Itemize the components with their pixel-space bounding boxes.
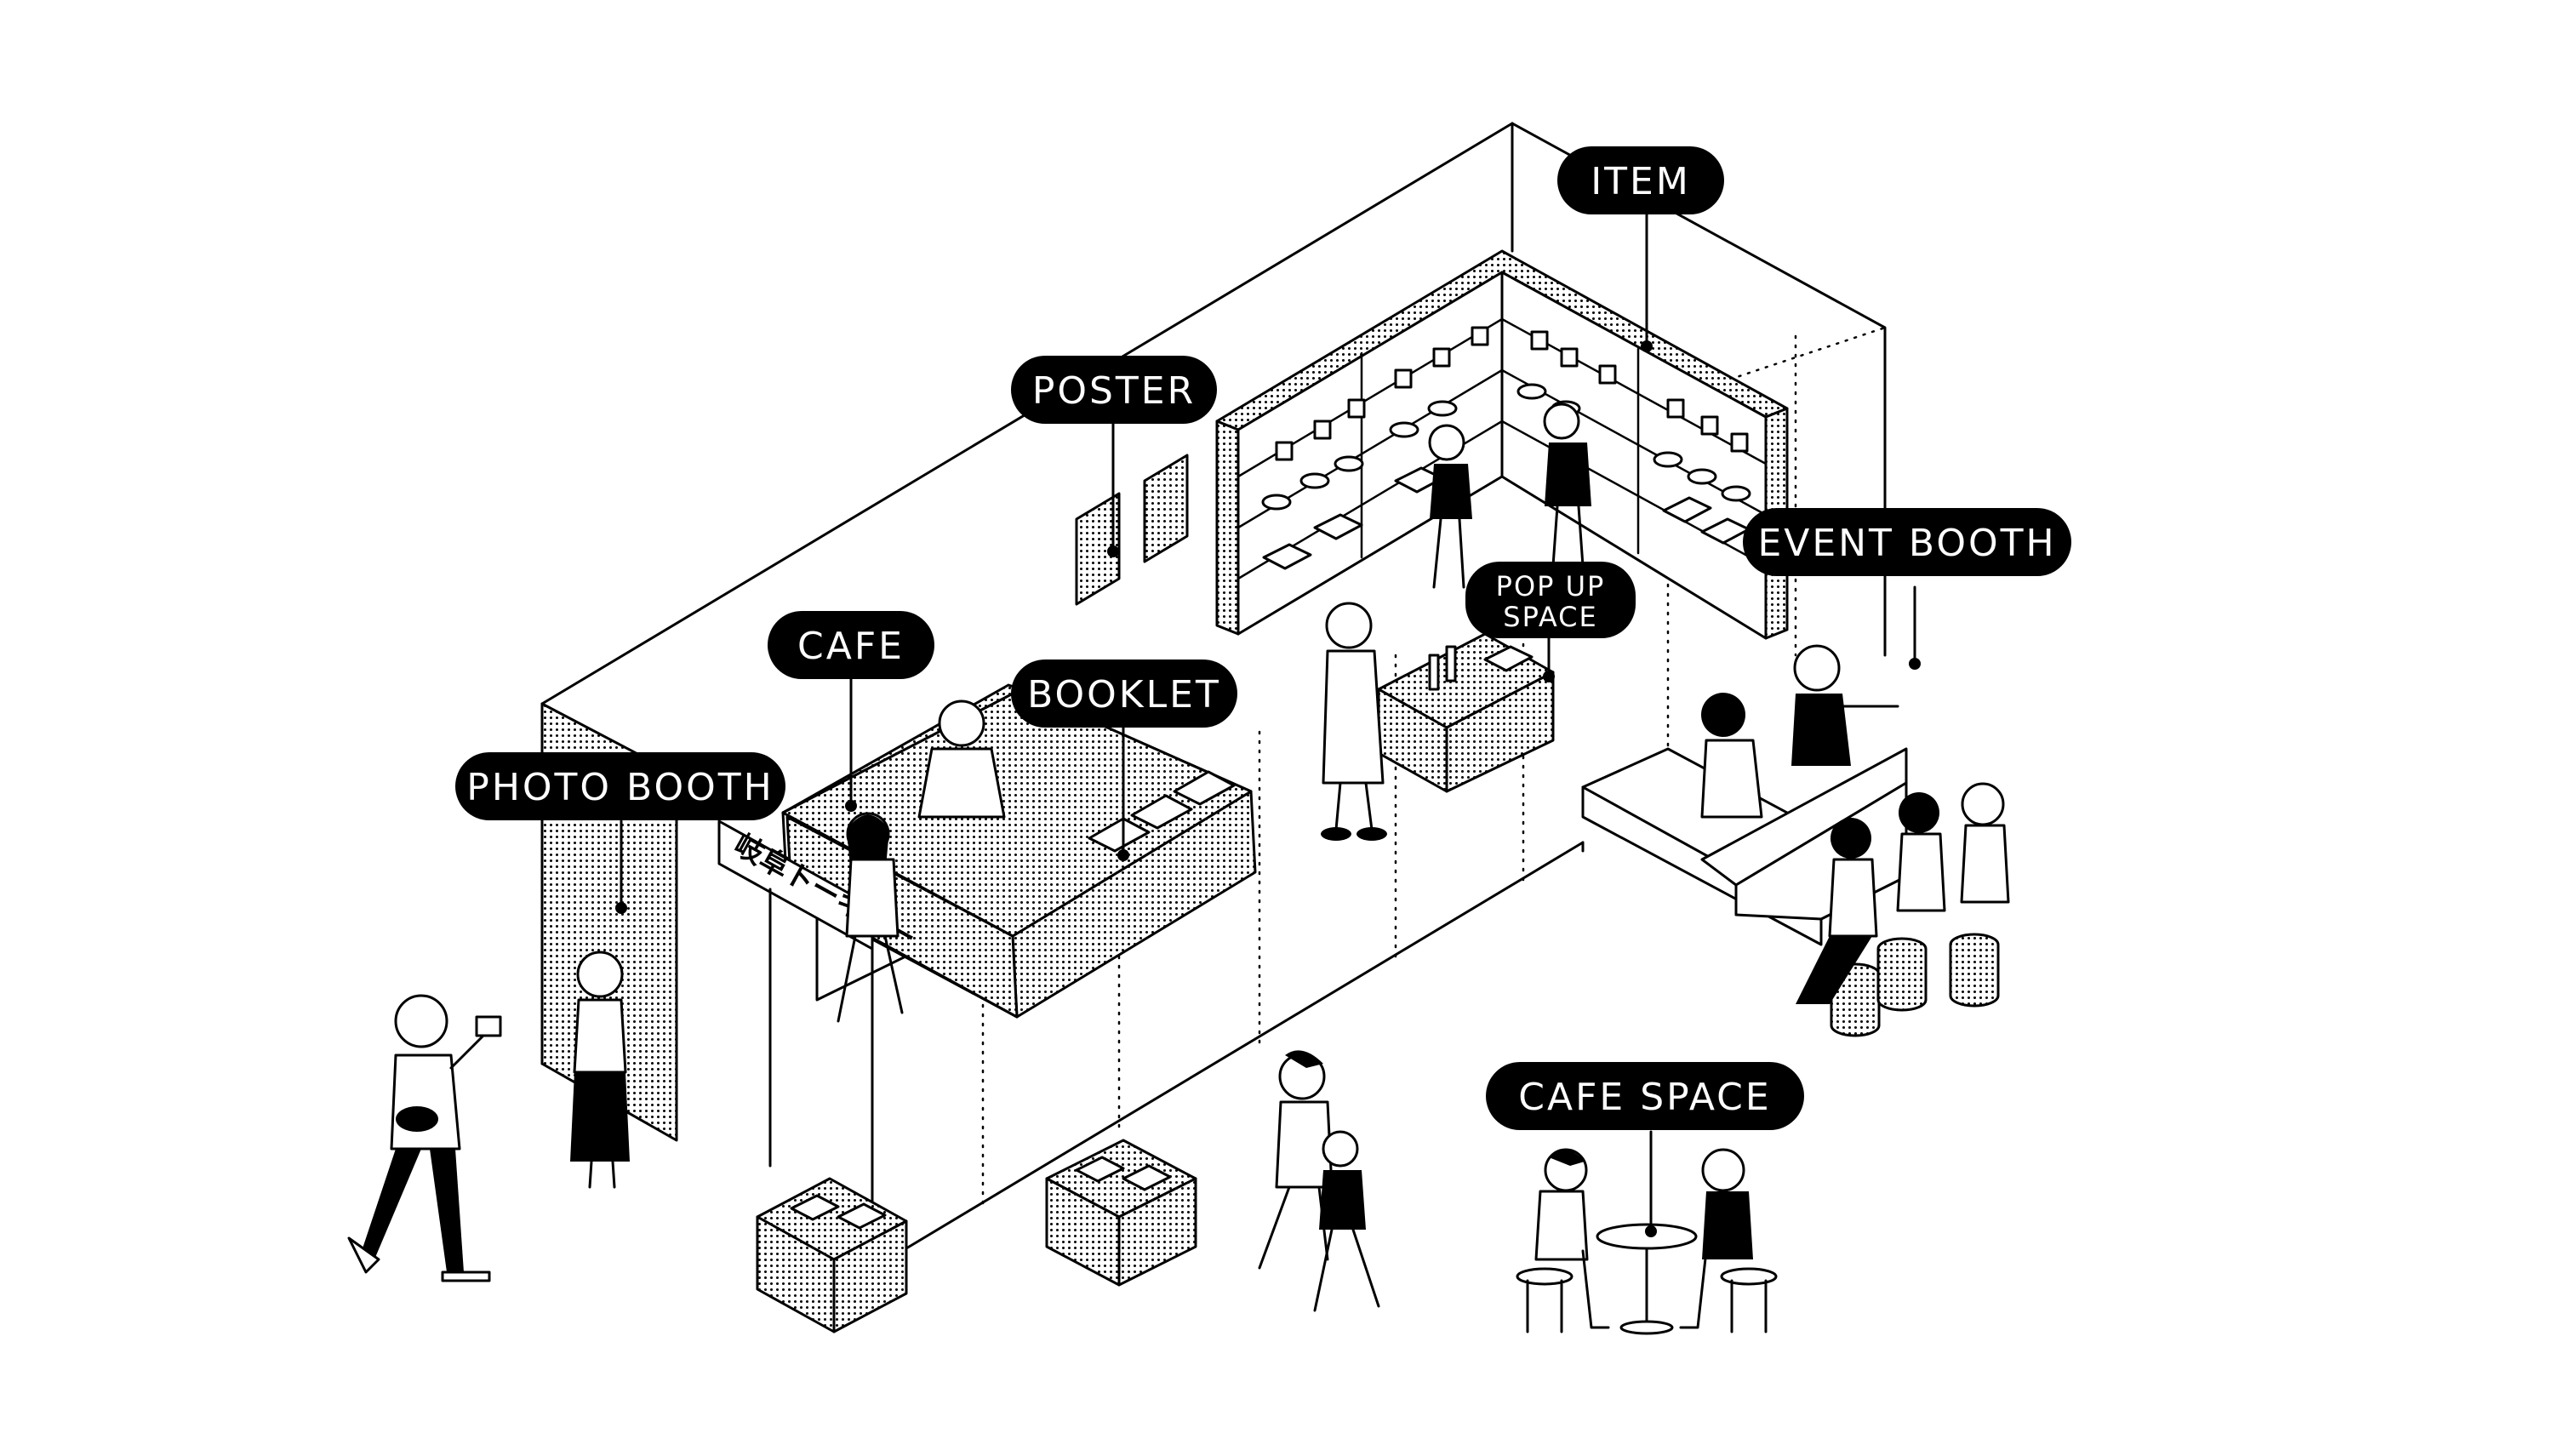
person-photographer <box>347 994 502 1282</box>
person-audience-1 <box>1796 818 1878 1004</box>
person-pop-up-staff <box>1321 602 1387 841</box>
label-cafe: CAFE <box>797 625 905 668</box>
pop-up-table <box>1377 632 1555 793</box>
person-event-guest <box>1700 693 1763 819</box>
callout-booklet: BOOKLET <box>1011 659 1237 728</box>
label-pop-up-line1: POP UP <box>1496 570 1606 602</box>
label-photo-booth: PHOTO BOOTH <box>466 766 774 809</box>
callout-poster: POSTER <box>1011 356 1217 424</box>
person-cafe-space-right <box>1679 1148 1753 1329</box>
callout-pop-up-space: POP UP SPACE <box>1465 562 1636 638</box>
person-photo-booth-guest <box>570 951 630 1189</box>
people <box>347 403 2010 1329</box>
callout-cafe: CAFE <box>768 611 934 679</box>
person-cafe-space-left <box>1534 1148 1610 1329</box>
event-stools <box>1830 933 2000 1037</box>
callout-item: ITEM <box>1557 146 1724 214</box>
label-pop-up-line2: SPACE <box>1503 601 1597 633</box>
person-shopper-1 <box>1428 424 1472 589</box>
item-shelving <box>1215 249 1789 640</box>
display-carts <box>756 1139 1197 1333</box>
callout-photo-booth: PHOTO BOOTH <box>455 752 785 820</box>
person-child <box>1313 1130 1380 1312</box>
person-shopper-2 <box>1543 403 1591 568</box>
person-cafe-staff <box>917 699 1006 819</box>
person-cafe-customer <box>837 812 904 1023</box>
cafe-space-table <box>1516 1223 1778 1335</box>
posters <box>1075 454 1189 606</box>
label-event-booth: EVENT BOOTH <box>1757 522 2056 565</box>
person-event-host <box>1791 644 1899 766</box>
person-audience-3 <box>1960 782 2010 904</box>
callout-event-booth: EVENT BOOTH <box>1743 508 2071 576</box>
label-booklet: BOOKLET <box>1027 673 1221 717</box>
person-audience-2 <box>1896 792 1946 912</box>
label-cafe-space: CAFE SPACE <box>1518 1076 1771 1119</box>
callout-cafe-space: CAFE SPACE <box>1486 1062 1804 1130</box>
person-parent <box>1258 1050 1334 1270</box>
label-item: ITEM <box>1591 160 1691 203</box>
callout-leaders <box>615 211 1921 1237</box>
label-poster: POSTER <box>1032 369 1196 413</box>
